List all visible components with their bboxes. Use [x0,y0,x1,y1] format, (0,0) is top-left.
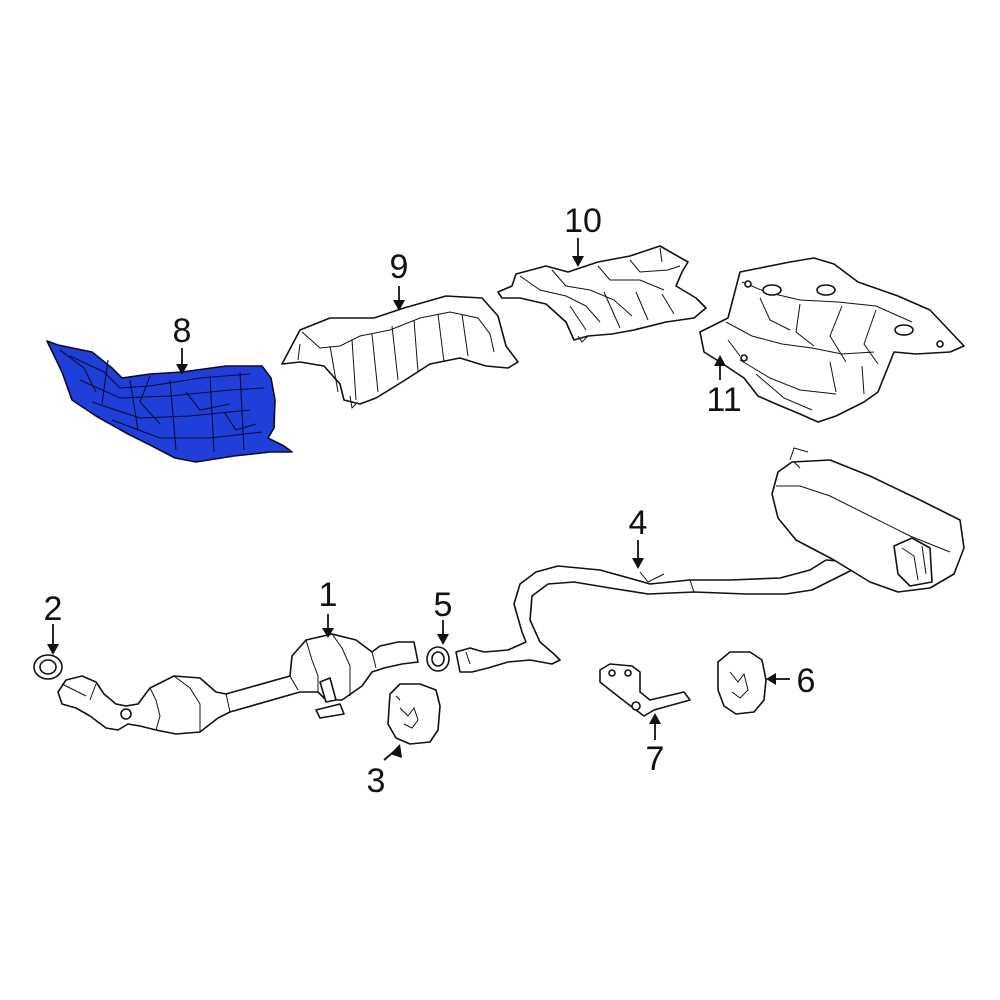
callout-4: 4 [629,504,648,542]
callout-5: 5 [434,586,453,624]
callout-7: 7 [646,740,665,778]
part-4-muffler-tailpipe[interactable] [455,447,965,673]
callout-11: 11 [706,381,741,419]
callout-9: 9 [390,248,409,286]
callout-3: 3 [367,762,386,800]
part-9-heat-shield[interactable] [281,295,519,410]
part-11-floor-heat-shield[interactable] [699,257,965,423]
part-8-heat-shield[interactable] [46,340,293,463]
callout-leaders [47,238,790,761]
part-5-gasket[interactable] [426,646,450,672]
callout-6: 6 [797,662,816,700]
part-1-converter-assembly[interactable] [57,633,419,735]
part-2-gasket[interactable] [33,654,63,680]
part-3-hanger-insulator[interactable] [387,683,441,745]
callout-labels: 1 2 3 4 5 6 7 8 9 10 11 [44,202,816,800]
callout-2: 2 [44,590,63,628]
callout-8: 8 [173,312,192,350]
part-6-hanger-insulator[interactable] [717,651,767,715]
part-7-hanger-bracket[interactable] [599,663,691,717]
callout-1: 1 [319,576,338,614]
callout-10: 10 [564,202,602,240]
part-10-heat-shield[interactable] [497,245,707,343]
